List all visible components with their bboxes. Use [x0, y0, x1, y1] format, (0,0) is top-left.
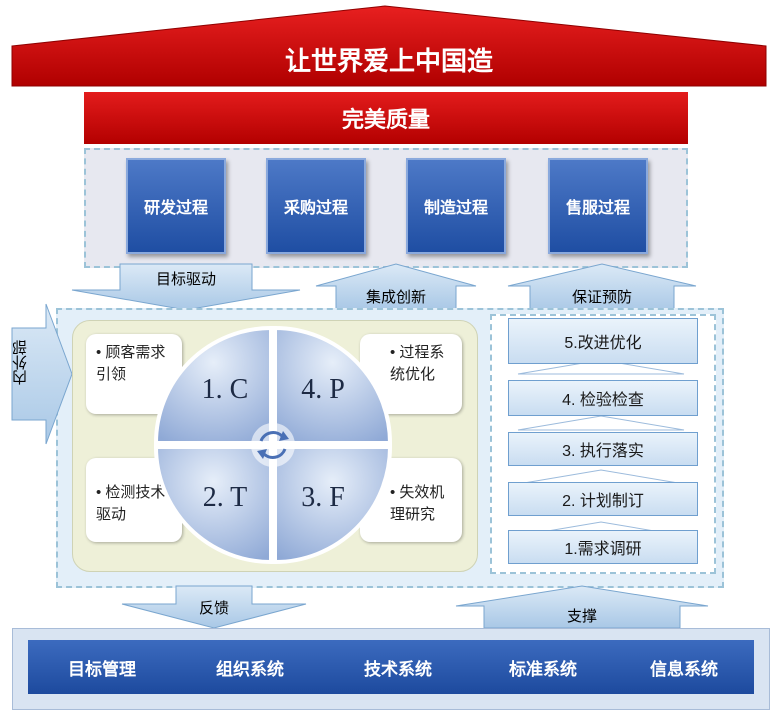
step-1: 1.需求调研: [508, 530, 698, 564]
step-4: 4. 检验检查: [508, 380, 698, 416]
quality-title: 完美质量: [84, 92, 688, 144]
process-rd: 研发过程: [126, 158, 226, 254]
foundation-goal-management: 目标管理: [28, 640, 177, 694]
quadrant-t: [154, 445, 273, 564]
innovation-label: 集成创新: [365, 288, 426, 306]
bottom-arrows: [121, 585, 709, 629]
goal-drive-label: 目标驱动: [155, 270, 216, 288]
assurance-label: 保证预防: [571, 288, 632, 306]
process-manufacture: 制造过程: [406, 158, 506, 254]
innovation-arrow: [315, 263, 477, 311]
quadrant-f-label: 3. F: [301, 482, 345, 513]
quadrant-t-label: 2. T: [202, 482, 248, 513]
step-3: 3. 执行落实: [508, 432, 698, 466]
foundation-information: 信息系统: [614, 640, 754, 694]
process-service: 售服过程: [548, 158, 648, 254]
internal-external-arrow: [11, 303, 73, 445]
feedback-arrow: [121, 585, 307, 629]
foundation-organization: 组织系统: [176, 640, 325, 694]
quadrant-c: [154, 326, 273, 445]
middle-arrows: [71, 263, 697, 312]
quadrant-p-label: 4. P: [301, 374, 345, 405]
pdca-circle: [154, 326, 392, 564]
step-2: 2. 计划制订: [508, 482, 698, 516]
goal-drive-arrow: [71, 263, 301, 311]
foundation-standards: 标准系统: [472, 640, 615, 694]
foundation-technology: 技术系统: [324, 640, 473, 694]
roof-title: 让世界爱上中国造: [284, 45, 493, 76]
quadrant-f: [273, 445, 392, 564]
step-5: 5.改进优化: [508, 318, 698, 364]
feedback-label: 反馈: [198, 599, 229, 617]
quadrant-c-label: 1. C: [201, 374, 249, 405]
cycle-icon: [251, 423, 295, 467]
roof-banner: [11, 5, 767, 87]
support-label: 支撑: [566, 607, 597, 625]
quadrant-p: [273, 326, 392, 445]
internal-external-label: 内外部: [12, 340, 29, 385]
support-arrow: [455, 585, 709, 629]
process-purchase: 采购过程: [266, 158, 366, 254]
assurance-arrow: [507, 263, 697, 312]
